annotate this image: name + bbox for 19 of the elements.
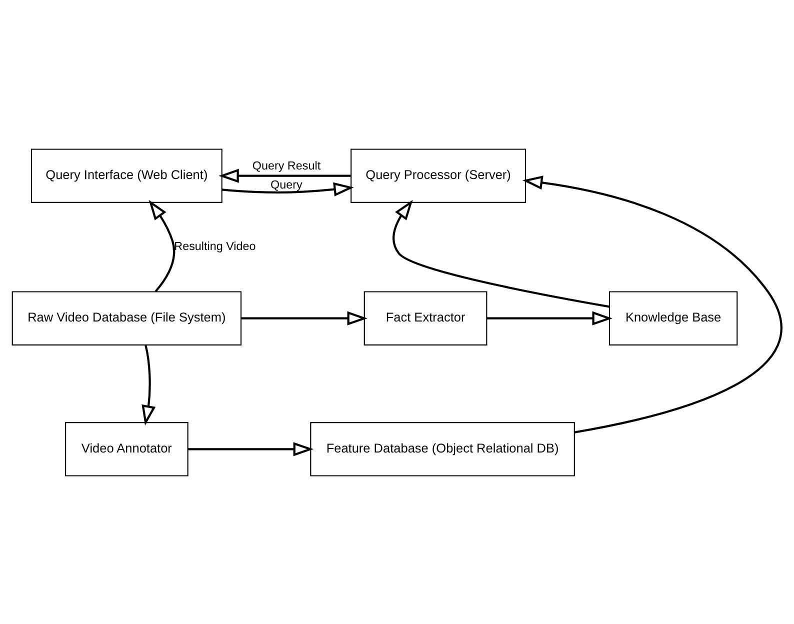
arrow: [142, 344, 156, 426]
edge-label: Resulting Video: [174, 240, 256, 253]
node-box: Video Annotator: [65, 422, 188, 476]
arrow: [218, 168, 351, 182]
arrow: [222, 182, 354, 196]
arrow: [522, 175, 782, 433]
node-box: Raw Video Database (File System): [12, 290, 242, 345]
arrow: [241, 310, 368, 325]
node-box: Knowledge Base: [608, 290, 738, 345]
node-box: Query Interface (Web Client): [30, 148, 222, 202]
arrow: [148, 199, 176, 292]
node-box: Feature Database (Object Relational DB): [310, 422, 575, 476]
node-box: Query Processor (Server): [350, 148, 526, 202]
arrow: [188, 442, 314, 456]
arrow: [392, 199, 610, 308]
edge-label: Query Result: [252, 158, 321, 172]
arrow: [486, 310, 612, 325]
node-box: Fact Extractor: [364, 290, 488, 345]
edge-label: Query: [270, 178, 302, 191]
